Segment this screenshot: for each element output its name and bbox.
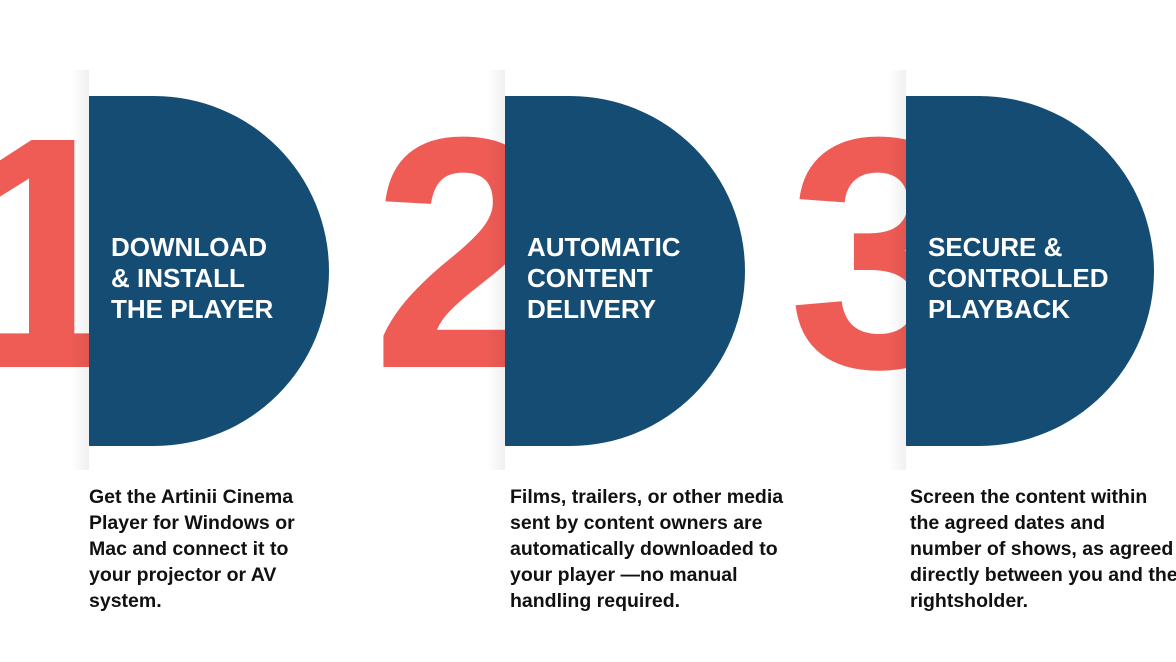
step-heading-line: CONTENT xyxy=(527,263,653,293)
step-description: Get the Artinii Cinema Player for Window… xyxy=(89,486,295,612)
step-heading-line: AUTOMATIC xyxy=(527,232,681,262)
step-heading-line: DELIVERY xyxy=(527,294,657,324)
step-heading-line: CONTROLLED xyxy=(928,263,1109,293)
step-heading-line: SECURE & xyxy=(928,232,1063,262)
step-3: 3 SECURE & CONTROLLED PLAYBACK Screen th… xyxy=(760,0,1176,662)
step-heading-line: DOWNLOAD xyxy=(111,232,267,262)
step-2: 2 AUTOMATIC CONTENT DELIVERY Films, trai… xyxy=(372,0,800,662)
step-description: Screen the content within the agreed dat… xyxy=(910,486,1176,612)
step-heading-line: PLAYBACK xyxy=(928,294,1071,324)
step-heading: DOWNLOAD & INSTALL THE PLAYER xyxy=(111,232,331,325)
step-1: 1 DOWNLOAD & INSTALL THE PLAYER Get the … xyxy=(0,0,420,662)
step-heading: SECURE & CONTROLLED PLAYBACK xyxy=(928,232,1148,325)
step-heading-line: & INSTALL xyxy=(111,263,245,293)
shadow-divider xyxy=(888,70,906,470)
step-description: Films, trailers, or other media sent by … xyxy=(510,486,784,612)
shadow-divider xyxy=(487,70,505,470)
step-heading: AUTOMATIC CONTENT DELIVERY xyxy=(527,232,747,325)
step-heading-line: THE PLAYER xyxy=(111,294,274,324)
shadow-divider xyxy=(71,70,89,470)
